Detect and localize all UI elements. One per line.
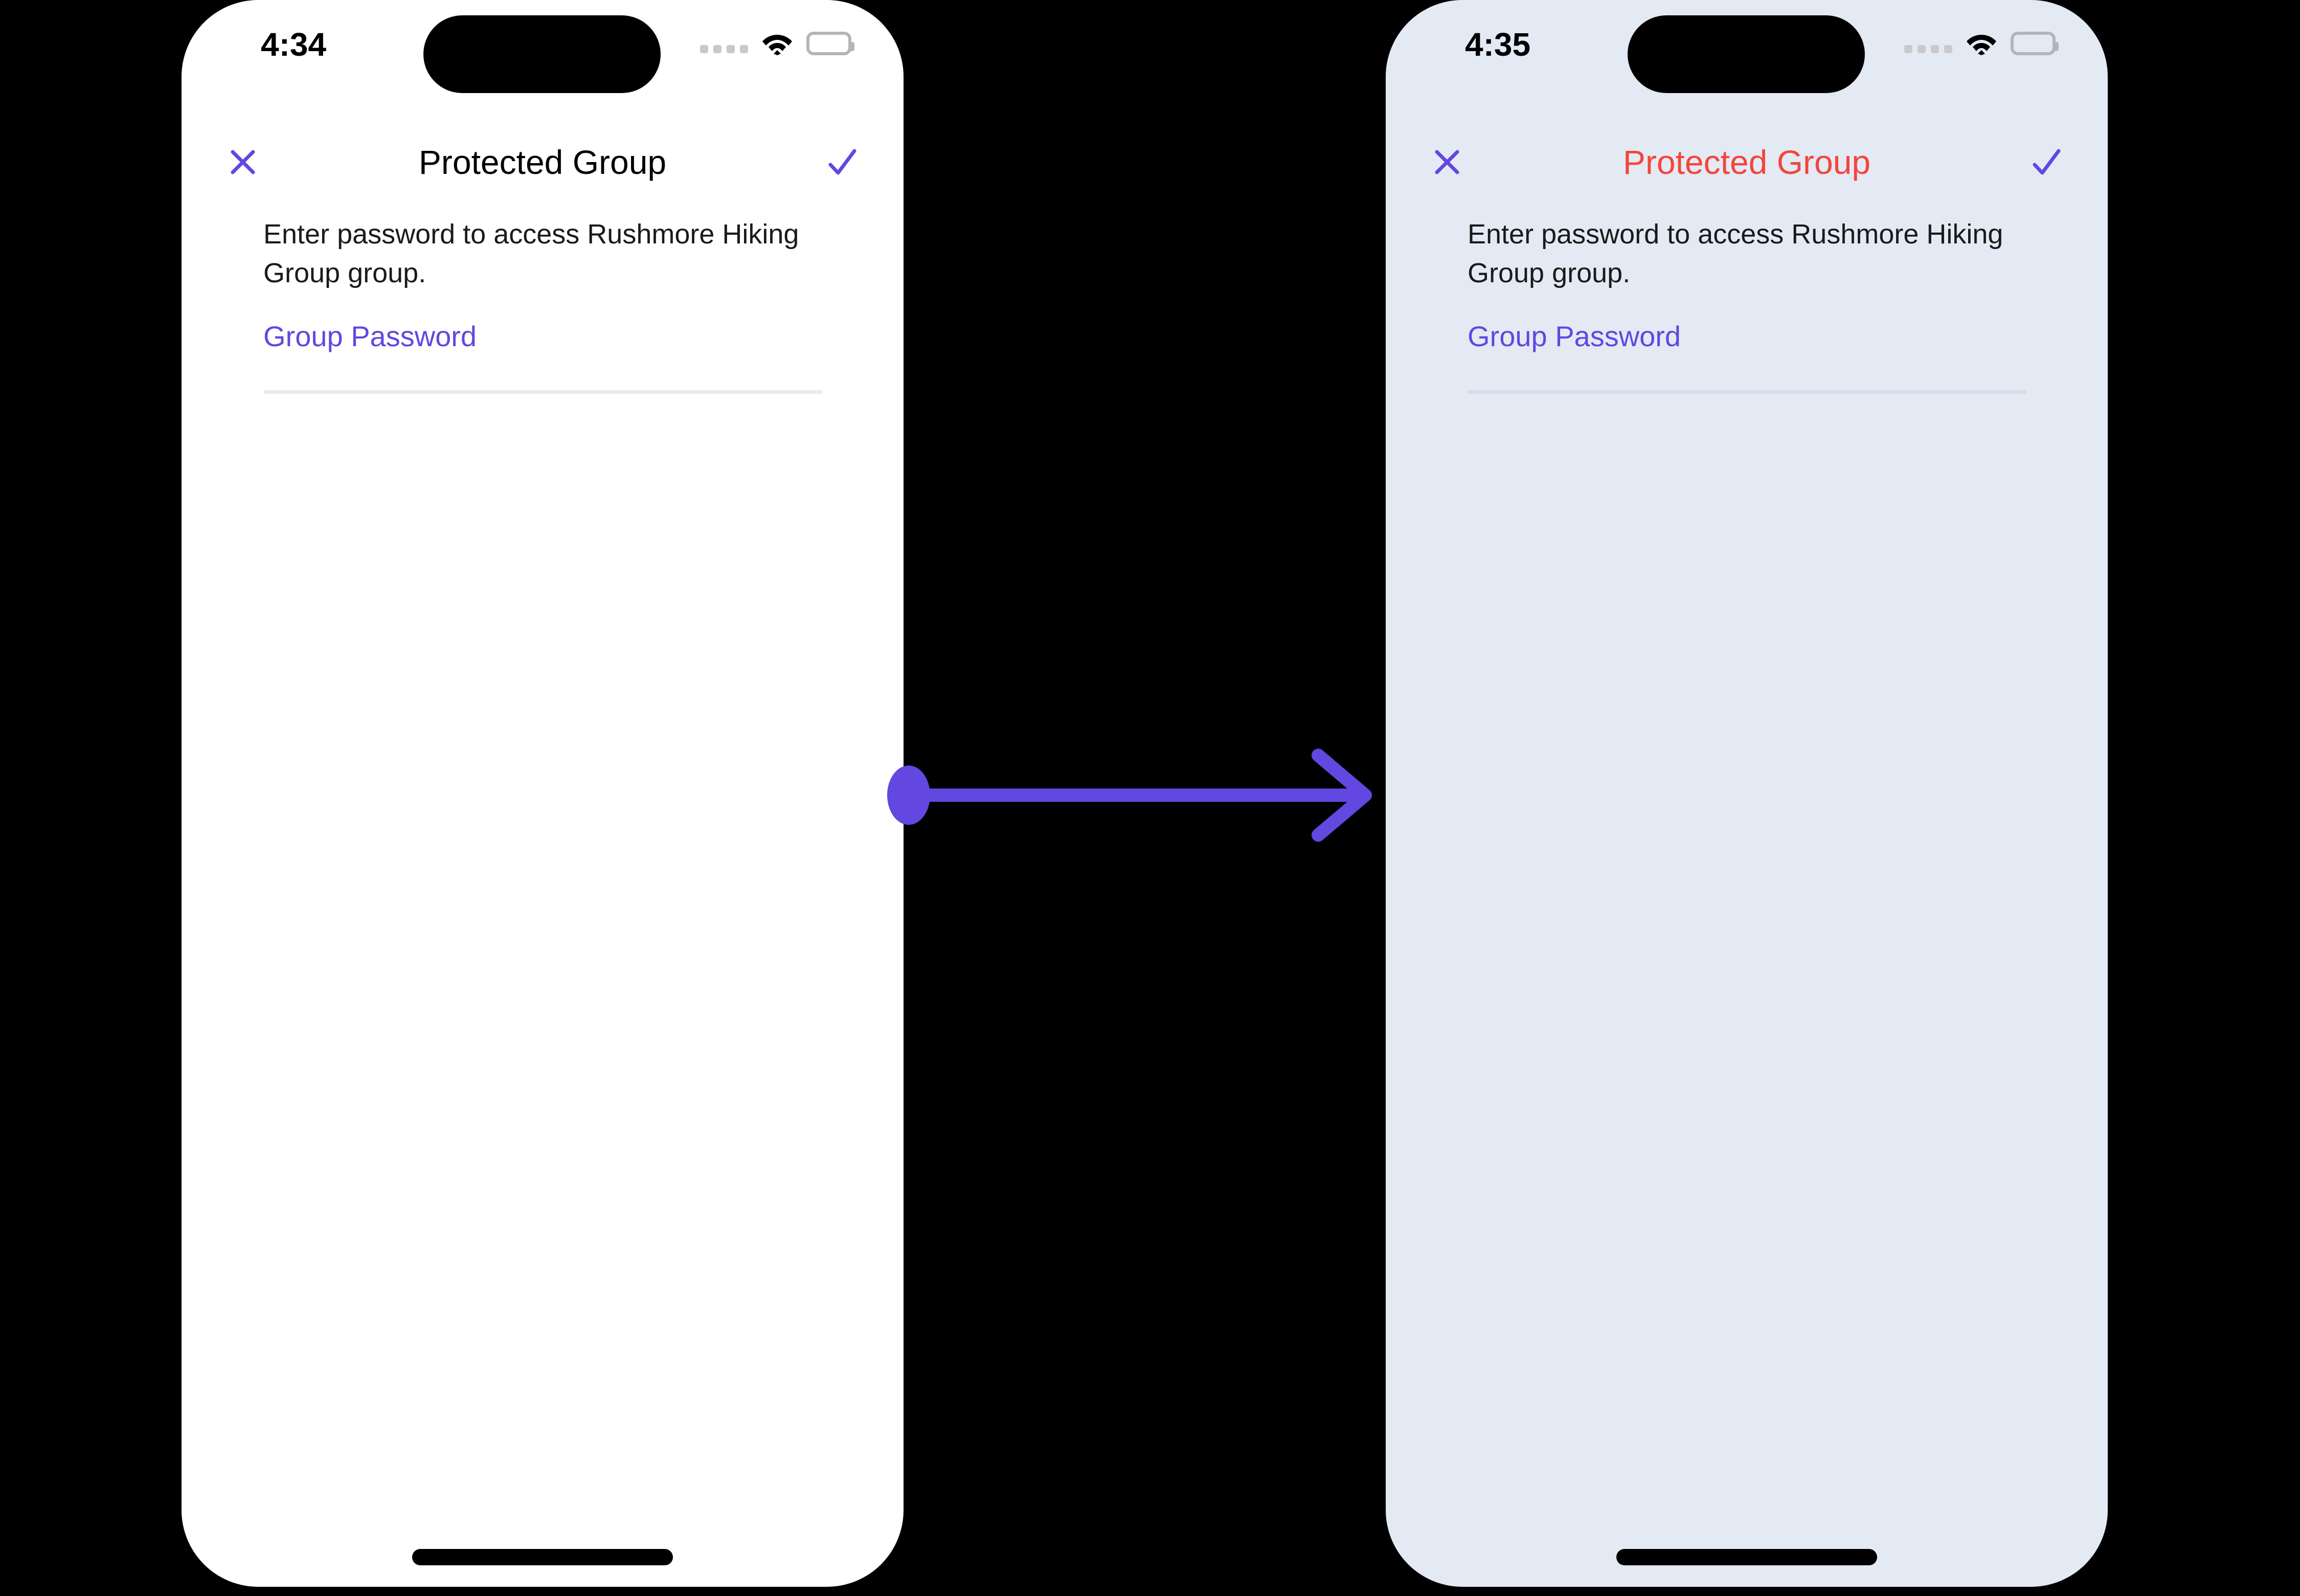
group-password-input[interactable] bbox=[263, 353, 823, 390]
confirm-button[interactable] bbox=[2018, 134, 2074, 190]
group-password-field[interactable]: Group Password bbox=[263, 320, 823, 394]
status-bar-time: 4:35 bbox=[1465, 26, 1531, 63]
battery-icon bbox=[2011, 32, 2059, 55]
status-bar: 4:34 bbox=[182, 0, 904, 97]
wifi-icon bbox=[1966, 32, 1997, 55]
check-icon bbox=[824, 144, 861, 181]
dynamic-island bbox=[1628, 15, 1865, 93]
confirm-button[interactable] bbox=[814, 134, 870, 190]
group-password-label: Group Password bbox=[1468, 320, 1681, 352]
status-bar-indicators bbox=[1904, 32, 2059, 55]
phone-screen-before: 4:34 Protected Group bbox=[182, 0, 904, 1587]
close-button[interactable] bbox=[215, 134, 271, 190]
check-icon bbox=[2028, 144, 2065, 181]
close-button[interactable] bbox=[1419, 134, 1475, 190]
field-underline bbox=[263, 390, 823, 394]
group-password-input[interactable] bbox=[1468, 353, 2027, 390]
phone-screen-after: 4:35 Protected Group bbox=[1386, 0, 2108, 1587]
home-indicator[interactable] bbox=[1616, 1549, 1877, 1565]
group-password-field[interactable]: Group Password bbox=[1468, 320, 2027, 394]
screen-content: Enter password to access Rushmore Hiking… bbox=[182, 190, 904, 1587]
cellular-dots-icon bbox=[1904, 45, 1952, 53]
group-password-label: Group Password bbox=[263, 320, 477, 352]
field-underline bbox=[1468, 390, 2027, 394]
description-text: Enter password to access Rushmore Hiking… bbox=[1468, 219, 2003, 288]
close-x-icon bbox=[1429, 144, 1465, 181]
wifi-icon bbox=[761, 32, 793, 55]
page-title: Protected Group bbox=[418, 143, 667, 181]
status-bar-time: 4:34 bbox=[261, 26, 327, 63]
nav-bar: Protected Group bbox=[1386, 134, 2108, 190]
status-bar: 4:35 bbox=[1386, 0, 2108, 97]
description-text: Enter password to access Rushmore Hiking… bbox=[263, 219, 799, 288]
screen-content: Enter password to access Rushmore Hiking… bbox=[1386, 190, 2108, 1587]
flow-arrow-head bbox=[1312, 749, 1372, 842]
dynamic-island bbox=[423, 15, 661, 93]
flow-arrow bbox=[887, 744, 1391, 846]
battery-icon bbox=[806, 32, 854, 55]
page-title: Protected Group bbox=[1622, 143, 1871, 181]
nav-bar: Protected Group bbox=[182, 134, 904, 190]
cellular-dots-icon bbox=[700, 45, 748, 53]
close-x-icon bbox=[224, 144, 261, 181]
home-indicator[interactable] bbox=[412, 1549, 673, 1565]
status-bar-indicators bbox=[700, 32, 854, 55]
